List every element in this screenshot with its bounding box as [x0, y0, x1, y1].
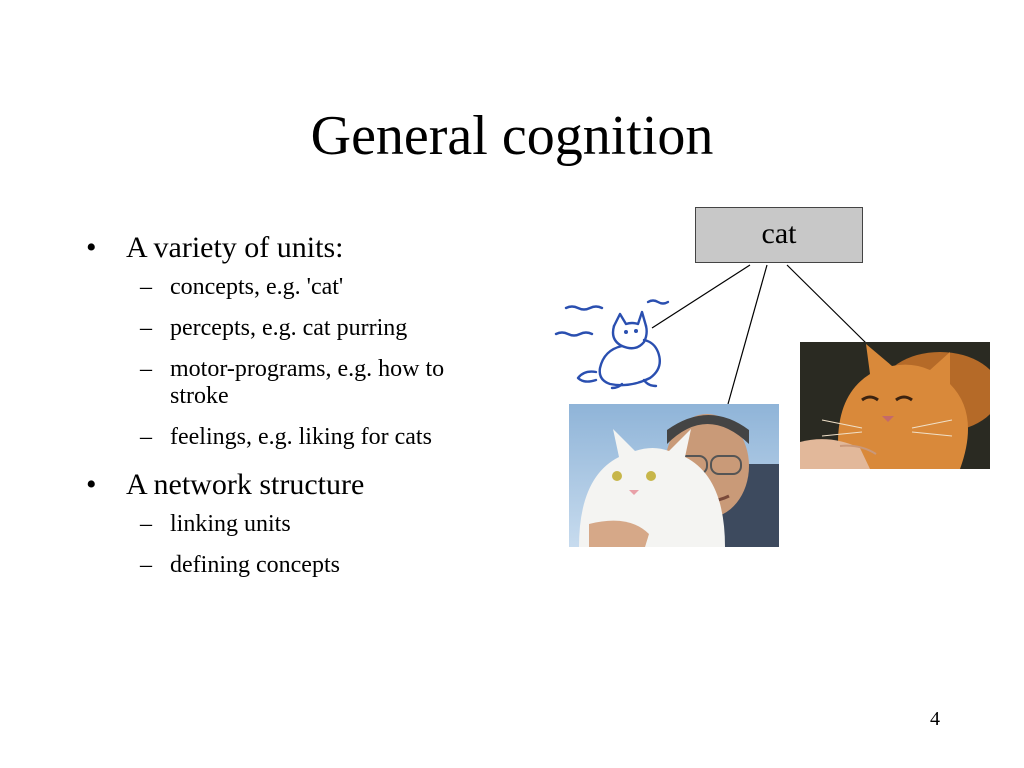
bullet-mark: •: [86, 231, 97, 264]
dash-mark: –: [140, 356, 152, 382]
sub-bullet-item: – percepts, e.g. cat purring: [126, 315, 506, 342]
link-to-orange-cat-photo: [786, 264, 867, 344]
dash-mark: –: [140, 511, 152, 537]
page-number: 4: [930, 708, 940, 730]
sub-bullet-text: concepts, e.g. 'cat': [170, 274, 344, 300]
sub-bullet-list: – concepts, e.g. 'cat' – percepts, e.g. …: [126, 274, 506, 451]
bullet-item: • A network structure – linking units – …: [86, 465, 506, 579]
sub-bullet-item: – concepts, e.g. 'cat': [126, 274, 506, 301]
dash-mark: –: [140, 274, 152, 300]
concept-node-cat: cat: [695, 207, 863, 263]
bullet-list: • A variety of units: – concepts, e.g. '…: [86, 228, 506, 593]
sub-bullet-text: feelings, e.g. liking for cats: [170, 424, 432, 450]
slide-title: General cognition: [310, 105, 714, 167]
sub-bullet-list: – linking units – defining concepts: [126, 511, 506, 579]
dash-mark: –: [140, 315, 152, 341]
dash-mark: –: [140, 552, 152, 578]
sub-bullet-text: motor-programs, e.g. how to stroke: [170, 356, 445, 409]
orange-cat-being-stroked-photo: [800, 342, 990, 469]
sub-bullet-item: – feelings, e.g. liking for cats: [126, 424, 506, 451]
purring-cat-drawing: [552, 296, 670, 390]
bullet-mark: •: [86, 468, 97, 501]
bullet-item: • A variety of units: – concepts, e.g. '…: [86, 228, 506, 451]
man-hugging-white-cat-photo: [569, 404, 779, 547]
dash-mark: –: [140, 424, 152, 450]
sub-bullet-text: linking units: [170, 511, 291, 537]
sub-bullet-item: – linking units: [126, 511, 506, 538]
sub-bullet-text: percepts, e.g. cat purring: [170, 315, 408, 341]
sub-bullet-item: – motor-programs, e.g. how to stroke: [126, 356, 490, 410]
sub-bullet-item: – defining concepts: [126, 552, 506, 579]
sub-bullet-text: defining concepts: [170, 552, 340, 578]
link-to-man-photo: [727, 264, 768, 405]
bullet-text: A network structure: [126, 468, 365, 501]
bullet-text: A variety of units:: [126, 231, 344, 264]
